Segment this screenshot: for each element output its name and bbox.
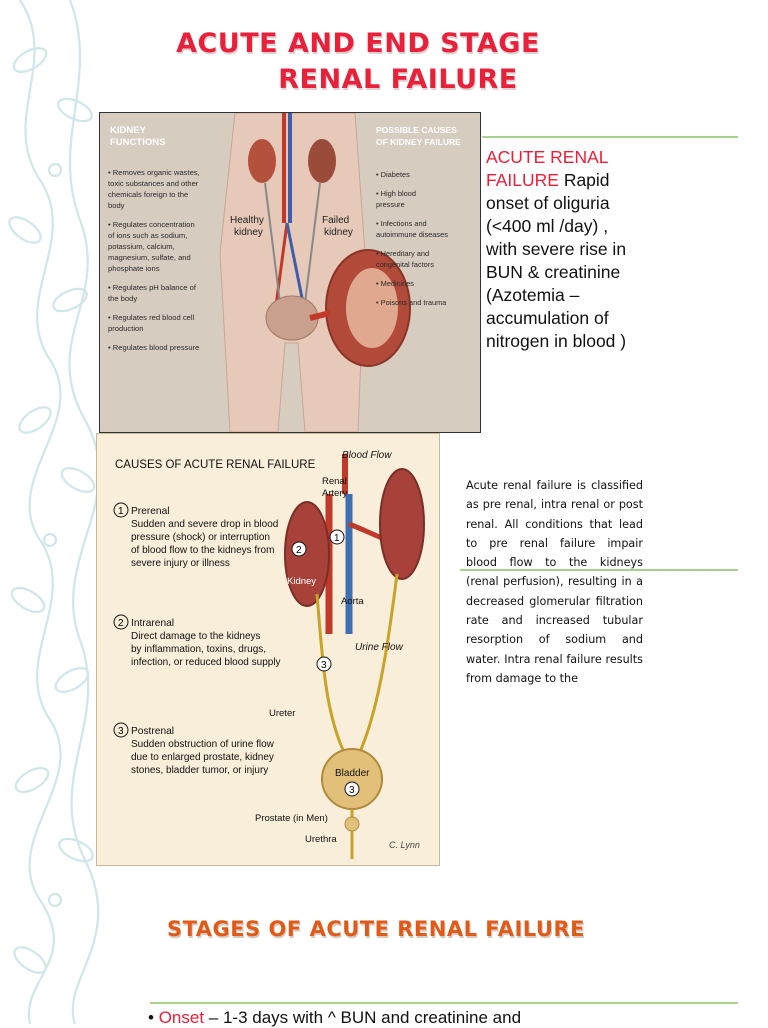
diagram-num-2: 2 bbox=[296, 545, 302, 556]
healthy-kidney-shape bbox=[248, 139, 276, 183]
blood-flow-label: Blood Flow bbox=[342, 450, 392, 461]
stages-title: STAGES OF ACUTE RENAL FAILURE bbox=[166, 917, 586, 941]
postrenal-line-2: stones, bladder tumor, or injury bbox=[131, 765, 268, 776]
intrarenal-line-0: Direct damage to the kidneys bbox=[131, 631, 261, 642]
causes-of-arf-figure: CAUSES OF ACUTE RENAL FAILURE 1 2 3 1 2 … bbox=[96, 433, 440, 866]
divider-line-bottom bbox=[150, 1002, 738, 1004]
prerenal-line-3: severe injury or illness bbox=[131, 558, 230, 569]
diagram-num-1: 1 bbox=[334, 533, 340, 544]
kidney-function-item-0: • Removes organic wastes, bbox=[108, 168, 200, 177]
onset-text: – 1-3 days with ^ BUN and creatinine and bbox=[204, 1008, 522, 1027]
artist-signature: C. Lynn bbox=[389, 840, 420, 850]
kidney-function-item-1: • Regulates concentration bbox=[108, 220, 195, 229]
num-circle-2: 2 bbox=[118, 618, 124, 629]
kidney-functions-figure: KIDNEY FUNCTIONS • Removes organic waste… bbox=[99, 112, 481, 433]
kidney-failure-cause-item-1: • High blood bbox=[376, 189, 416, 198]
onset-bullet: • Onset – 1-3 days with ^ BUN and creati… bbox=[148, 1008, 522, 1027]
urine-flow-label: Urine Flow bbox=[355, 642, 404, 653]
classification-paragraph: Acute renal failure is classified as pre… bbox=[466, 479, 643, 685]
intrarenal-line-2: infection, or reduced blood supply bbox=[131, 657, 281, 668]
acute-renal-failure-definition: ACUTE RENAL FAILURE Rapid onset of oligu… bbox=[486, 146, 636, 353]
kidney-failure-cause-item-0: • Diabetes bbox=[376, 170, 410, 179]
divider-line-middle bbox=[460, 569, 738, 571]
kidney-failure-cause-item-4: • Medicines bbox=[376, 279, 414, 288]
title-line-2: RENAL FAILURE bbox=[278, 64, 518, 95]
intrarenal-title: Intrarenal bbox=[131, 618, 174, 629]
causes-heading-1: POSSIBLE CAUSES bbox=[376, 125, 457, 135]
kidney-function-item-1: phosphate ions bbox=[108, 264, 160, 273]
postrenal-line-1: due to enlarged prostate, kidney bbox=[131, 752, 274, 763]
num-circle-1: 1 bbox=[118, 506, 124, 517]
aorta-label: Aorta bbox=[341, 596, 364, 607]
diagram-num-3-bladder: 3 bbox=[349, 785, 355, 796]
kidney-function-item-3: • Regulates red blood cell bbox=[108, 313, 195, 322]
prerenal-line-2: of blood flow to the kidneys from bbox=[131, 545, 274, 556]
kidney-failure-cause-item-1: pressure bbox=[376, 200, 405, 209]
healthy-label-1: Healthy bbox=[230, 215, 264, 226]
functions-heading-1: KIDNEY bbox=[110, 125, 147, 136]
prerenal-line-1: pressure (shock) or interruption bbox=[131, 532, 270, 543]
bladder-label: Bladder bbox=[335, 768, 370, 779]
intrarenal-line-1: by inflammation, toxins, drugs, bbox=[131, 644, 266, 655]
kidney-function-item-0: toxic substances and other bbox=[108, 179, 199, 188]
functions-heading-2: FUNCTIONS bbox=[110, 137, 165, 148]
urethra-label: Urethra bbox=[305, 834, 337, 845]
kidney-failure-cause-item-3: congenital factors bbox=[376, 260, 434, 269]
arf-heading: ACUTE RENAL FAILURE bbox=[486, 147, 608, 190]
kidney-function-item-4: • Regulates blood pressure bbox=[108, 343, 199, 352]
onset-label: Onset bbox=[158, 1008, 205, 1027]
kidney-function-item-1: magnesium, sulfate, and bbox=[108, 253, 191, 262]
renal-artery-label-1: Renal bbox=[322, 476, 347, 487]
diagram-num-3: 3 bbox=[321, 660, 327, 671]
kidney-function-item-0: body bbox=[108, 201, 125, 210]
kidney-failure-cause-item-5: • Poisons and trauma bbox=[376, 298, 447, 307]
causes-heading-2: OF KIDNEY FAILURE bbox=[376, 137, 461, 147]
kidney-label: Kidney bbox=[287, 576, 316, 587]
arf-description: Rapid onset of oliguria (<400 ml /day) ,… bbox=[486, 170, 627, 351]
prostate-label: Prostate (in Men) bbox=[255, 813, 328, 824]
healthy-label-2: kidney bbox=[234, 227, 263, 238]
postrenal-title: Postrenal bbox=[131, 726, 174, 737]
ureter-label: Ureter bbox=[269, 708, 295, 719]
kidney-failure-cause-item-2: autoimmune diseases bbox=[376, 230, 448, 239]
prerenal-title: Prerenal bbox=[131, 506, 170, 517]
kidney-function-item-2: the body bbox=[108, 294, 137, 303]
kidney-function-item-2: • Regulates pH balance of bbox=[108, 283, 197, 292]
kidney-failure-cause-item-3: • Hereditary and bbox=[376, 249, 429, 258]
causes-figure-heading: CAUSES OF ACUTE RENAL FAILURE bbox=[115, 459, 316, 471]
kidney-function-item-1: of ions such as sodium, bbox=[108, 231, 187, 240]
failed-label-1: Failed bbox=[322, 215, 349, 226]
kidney-function-item-1: potassium, calcium, bbox=[108, 242, 175, 251]
kidney-function-item-3: production bbox=[108, 324, 143, 333]
postrenal-line-0: Sudden obstruction of urine flow bbox=[131, 739, 275, 750]
decorative-leaf-border bbox=[8, 0, 101, 1024]
divider-line-top bbox=[482, 136, 738, 138]
failed-label-2: kidney bbox=[324, 227, 353, 238]
kidney-function-item-0: chemicals foreign to the bbox=[108, 190, 188, 199]
num-circle-3: 3 bbox=[118, 726, 124, 737]
title-line-1: ACUTE AND END STAGE bbox=[176, 28, 540, 59]
renal-artery-label-2: Artery bbox=[322, 488, 348, 499]
kidney-failure-cause-item-2: • Infections and bbox=[376, 219, 427, 228]
prerenal-line-0: Sudden and severe drop in blood bbox=[131, 519, 278, 530]
